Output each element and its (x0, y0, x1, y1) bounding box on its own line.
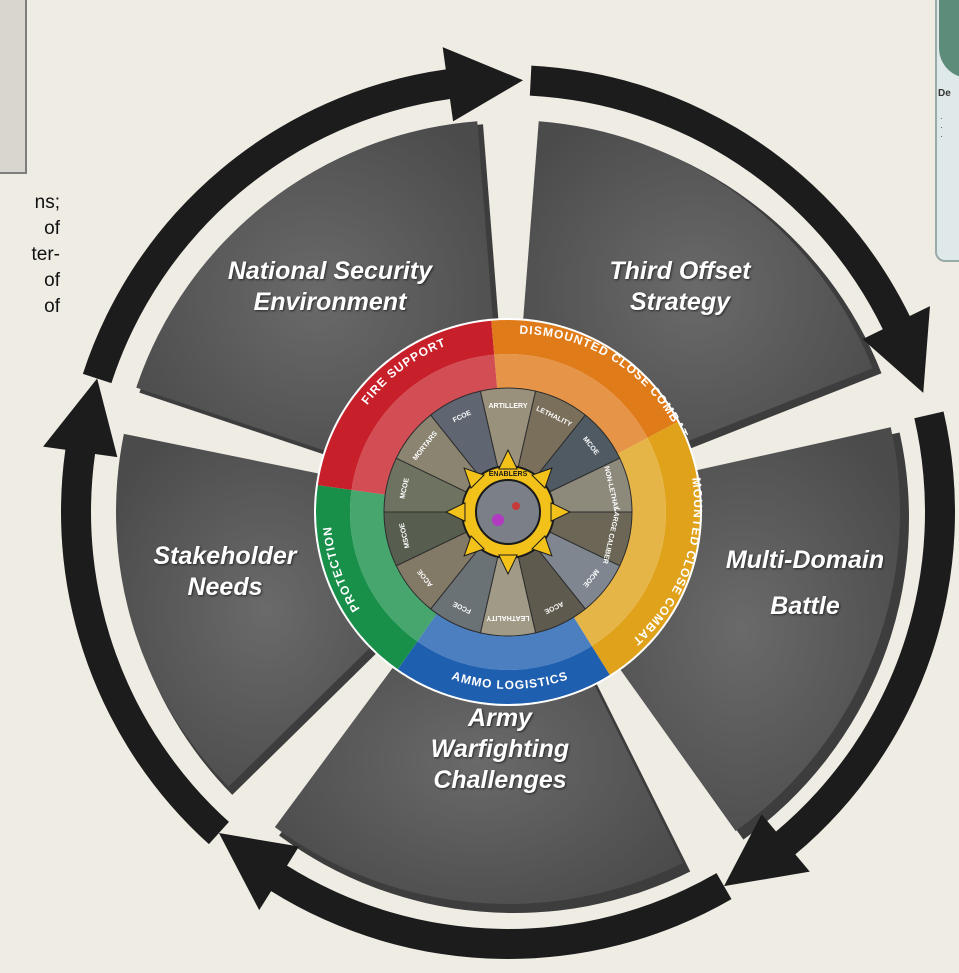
enablers-core-image (475, 479, 541, 545)
segment-label-national-security: National Security Environment (227, 257, 433, 316)
wheel-arc-1 (491, 320, 678, 438)
wheel-arc-3 (397, 641, 610, 704)
wheel-band-2 (573, 437, 666, 646)
cycle-arrow (218, 833, 732, 960)
segment-label-multi-domain: Multi-Domain Battle (725, 546, 885, 620)
left-text-line: ter- (31, 244, 61, 265)
wheel-band-4 (350, 490, 437, 642)
cycle-arrow (724, 411, 955, 887)
wheel-arc-0 (317, 320, 495, 491)
enabler-arrow-icon (531, 535, 553, 557)
left-text-line: of (44, 218, 60, 239)
enabler-marker (512, 502, 520, 510)
cycle-arrows-layer (43, 47, 955, 960)
segment-label-stakeholder: Stakeholder Needs (153, 542, 297, 601)
wheel-arc-4 (316, 485, 418, 670)
enablers-label: ENABLERS (489, 471, 528, 478)
right-thumbnail-image: De ··· (935, 0, 959, 262)
bullet-glyphs: ··· (940, 114, 943, 141)
wheel-band-1 (494, 354, 648, 454)
enabler-arrow-icon (463, 467, 485, 489)
wheel-band-3 (417, 613, 592, 670)
enabler-marker (492, 514, 504, 526)
wheel-ring-tag: MCOE (399, 477, 411, 499)
segment-label-army-warfighting: Army Warfighting Challenges (430, 704, 570, 794)
wheel-band-0 (351, 354, 498, 495)
left-paragraph-fragment: ns; of ter- of of (0, 190, 61, 320)
cycle-arrow (82, 47, 524, 384)
enabler-arrow-icon (531, 467, 553, 489)
segment-label-third-offset: Third Offset Strategy (609, 257, 751, 316)
left-text-line: of (44, 270, 60, 291)
wheel-arc-2 (591, 421, 700, 675)
globe-image (939, 0, 959, 78)
enabler-arrow-icon (498, 554, 518, 576)
enabler-arrow-icon (498, 448, 518, 470)
right-thumbnail-heading: De (938, 88, 951, 99)
wheel-ring-tag: LEATHALITY (486, 614, 529, 621)
cycle-arrow (529, 65, 930, 393)
enabler-arrow-icon (550, 502, 572, 522)
left-thumbnail-image (0, 0, 27, 174)
enabler-arrow-icon (463, 535, 485, 557)
wheel-ring-tag: ARTILLERY (488, 403, 527, 410)
left-text-line: of (44, 296, 60, 317)
enabler-arrow-icon (444, 502, 466, 522)
left-text-line: ns; (34, 192, 60, 213)
cycle-arrow (43, 378, 229, 845)
